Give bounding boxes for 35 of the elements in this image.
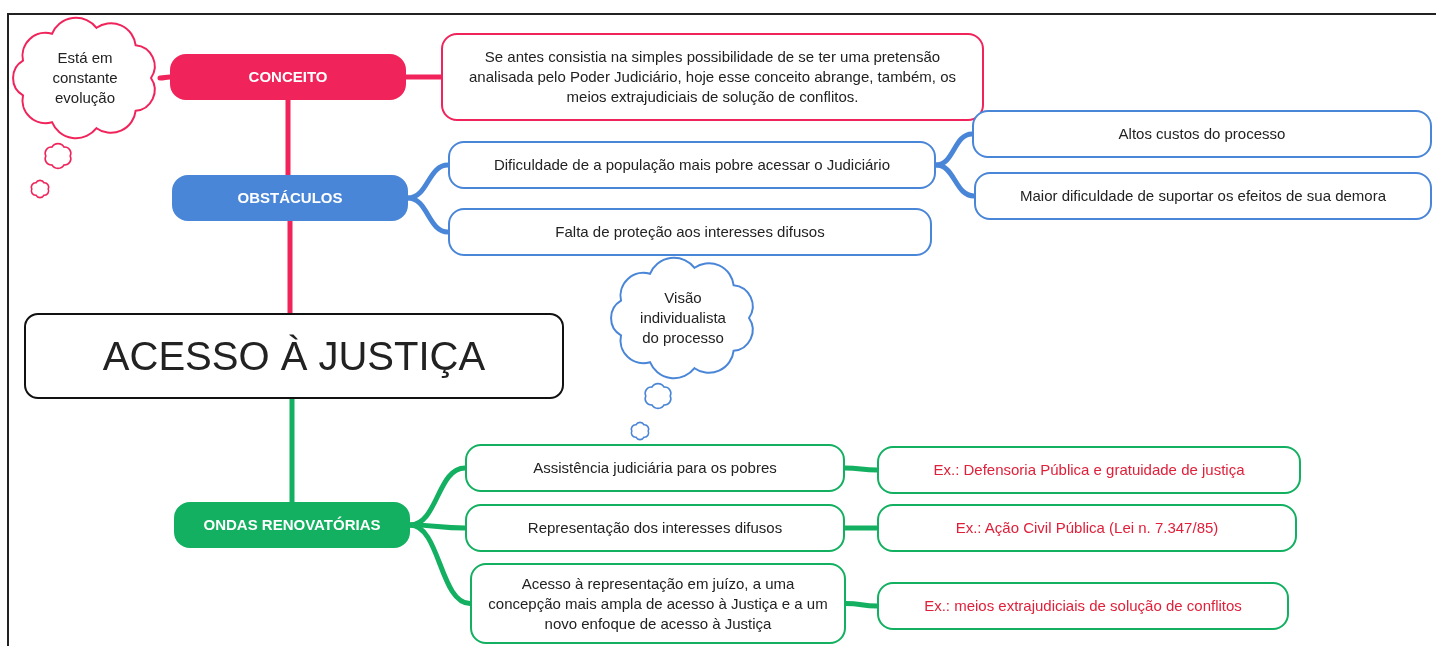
subtopic-box: [465, 504, 845, 552]
topic-text: Altos custos do processo: [1118, 124, 1286, 144]
subtopic-box: [470, 563, 846, 644]
branch-title: CONCEITO: [248, 67, 328, 87]
branch-topic-box: [172, 175, 408, 221]
topic-text: Maior dificuldade de suportar os efeitos de sua demora: [1019, 186, 1386, 206]
topic-text: Assistência judiciária para os pobres: [533, 458, 777, 478]
subtopic-box: [448, 141, 936, 189]
branch-title: ONDAS RENOVATÓRIAS: [203, 515, 381, 535]
subtopic-box: [465, 444, 845, 492]
cloud-text: Está em constante evolução: [51, 48, 119, 108]
topic-text: Acesso à representação em juízo, a uma concepção mais ampla de acesso à Justiça e a um novo enfoque de acesso à Justiça: [487, 573, 829, 634]
topic-text: Falta de proteção aos interesses difusos: [555, 222, 825, 242]
central-topic-text: ACESSO À JUSTIÇA: [102, 333, 486, 379]
subtopic-box: [972, 110, 1432, 158]
example-text: Ex.: meios extrajudiciais de solução de conflitos: [924, 596, 1242, 616]
branch-topic-box: [174, 502, 410, 548]
cloud-text: Visão individualista do processo: [639, 288, 727, 348]
topic-text: Representação dos interesses difusos: [527, 518, 783, 538]
example-box: [877, 582, 1289, 630]
subtopic-box: [974, 172, 1432, 220]
subtopic-box: [441, 33, 984, 121]
subtopic-box: [448, 208, 932, 256]
branch-topic-box: [170, 54, 406, 100]
example-text: Ex.: Defensoria Pública e gratuidade de justiça: [933, 460, 1245, 480]
branch-line: [289, 396, 295, 505]
central-topic-box: [24, 313, 564, 399]
branch-line: [287, 218, 293, 316]
example-box: [877, 504, 1297, 552]
topic-text: Se antes consistia na simples possibilidade de se ter uma pretensão analisada pelo Poder Judiciário, hoje esse conceito abrange, também, os meios extrajudiciais de solução de conflitos.: [468, 47, 957, 107]
branch-line: [285, 97, 291, 178]
topic-text: Dificuldade de a população mais pobre acessar o Judiciário: [493, 155, 891, 175]
branch-title: OBSTÁCULOS: [237, 188, 343, 208]
example-text: Ex.: Ação Civil Pública (Lei n. 7.347/85): [955, 518, 1219, 538]
example-box: [877, 446, 1301, 494]
